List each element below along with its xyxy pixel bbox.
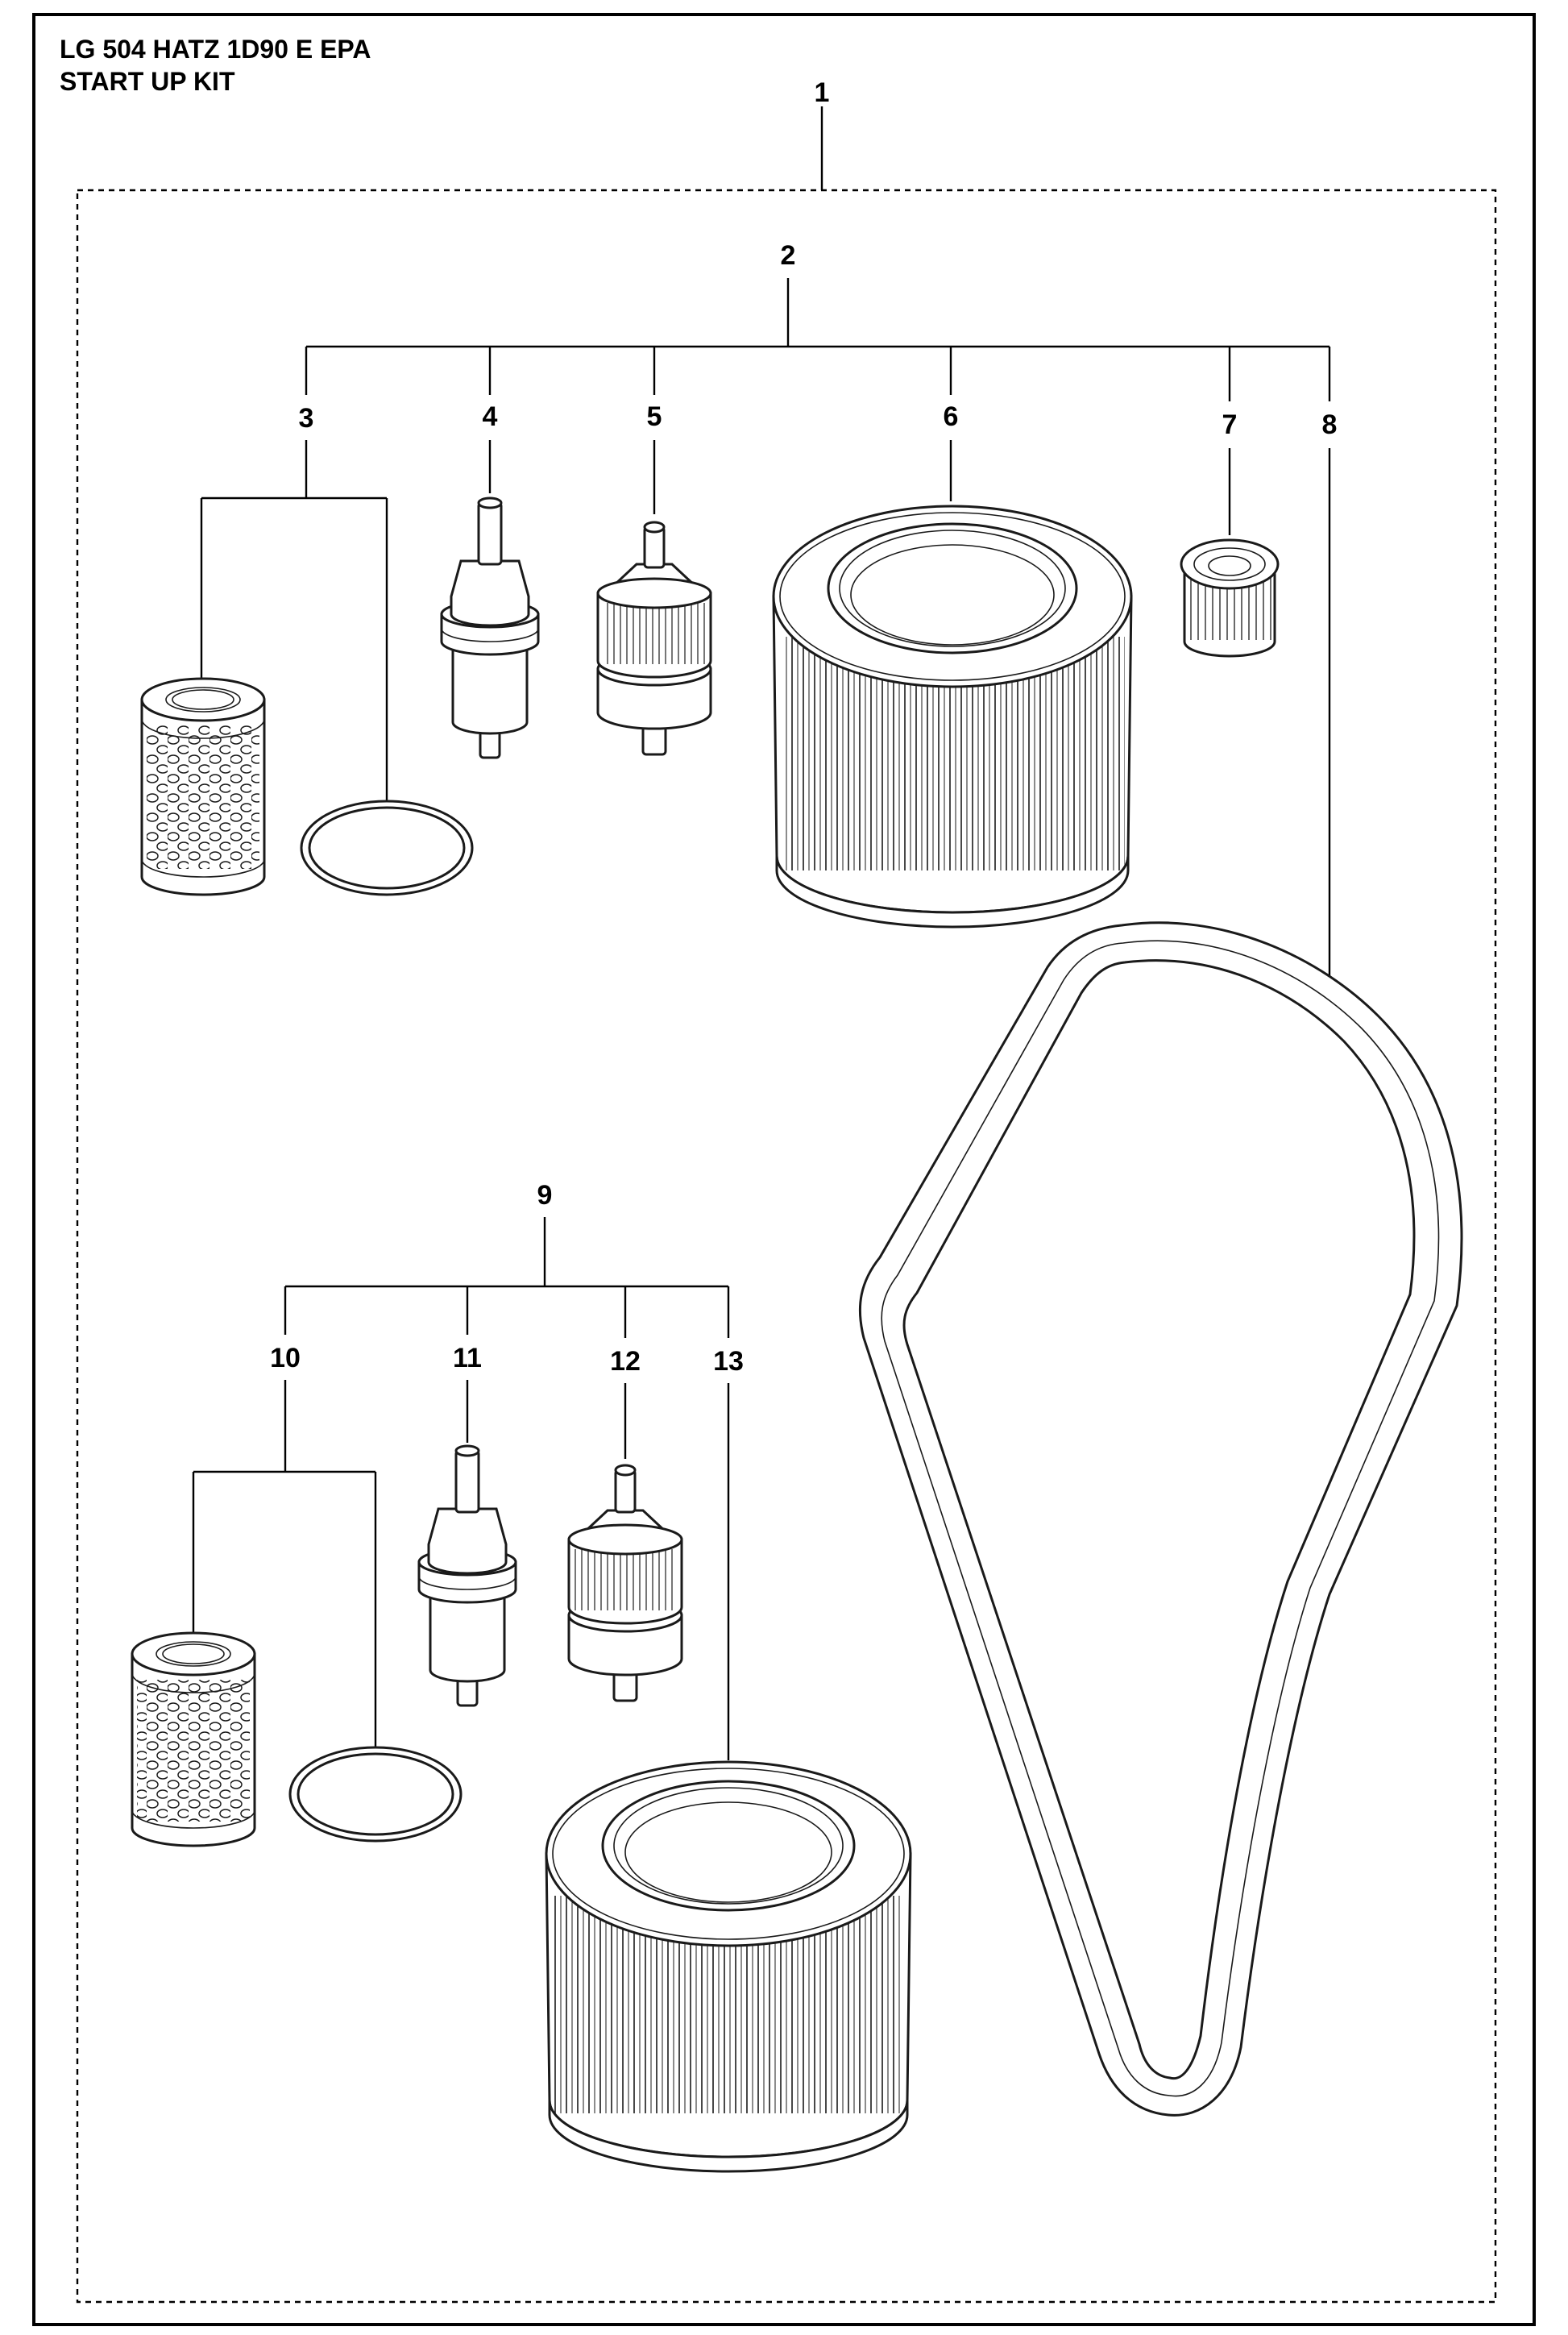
callout-10: 10 [270, 1343, 301, 1373]
part-10-o-ring [288, 1746, 463, 1843]
callout-4: 4 [483, 401, 498, 432]
callout-6: 6 [944, 401, 959, 432]
callout-13: 13 [713, 1346, 744, 1377]
callout-12: 12 [610, 1346, 641, 1377]
part-5-fuel-filter [596, 521, 712, 756]
callout-9: 9 [537, 1180, 553, 1211]
part-7-small-filter [1180, 538, 1280, 658]
callout-labels: 1 2 3 4 5 6 7 8 9 10 11 12 13 [270, 77, 1337, 1377]
part-8-v-belt [858, 921, 1463, 2117]
callout-8: 8 [1322, 409, 1338, 440]
callout-3: 3 [299, 403, 314, 434]
callout-1: 1 [815, 77, 830, 108]
kit-boundary-dashed [76, 189, 1497, 2304]
part-3-o-ring [300, 800, 474, 896]
callout-2: 2 [781, 240, 796, 271]
part-6-air-filter [772, 505, 1133, 929]
callout-7: 7 [1222, 409, 1238, 440]
part-13-air-filter [545, 1760, 912, 2173]
part-11-fuel-filter [417, 1444, 517, 1707]
part-12-fuel-filter [567, 1464, 683, 1702]
callout-5: 5 [647, 401, 662, 432]
diagram-title: LG 504 HATZ 1D90 E EPA [60, 35, 371, 64]
outer-frame [32, 13, 1536, 2326]
part-10-oil-filter-insert [131, 1631, 256, 1847]
part-4-fuel-filter [440, 496, 540, 759]
part-3-oil-filter-insert [140, 677, 266, 896]
diagram-subtitle: START UP KIT [60, 67, 235, 96]
callout-11: 11 [453, 1343, 482, 1373]
leader-lines [192, 106, 1331, 1760]
